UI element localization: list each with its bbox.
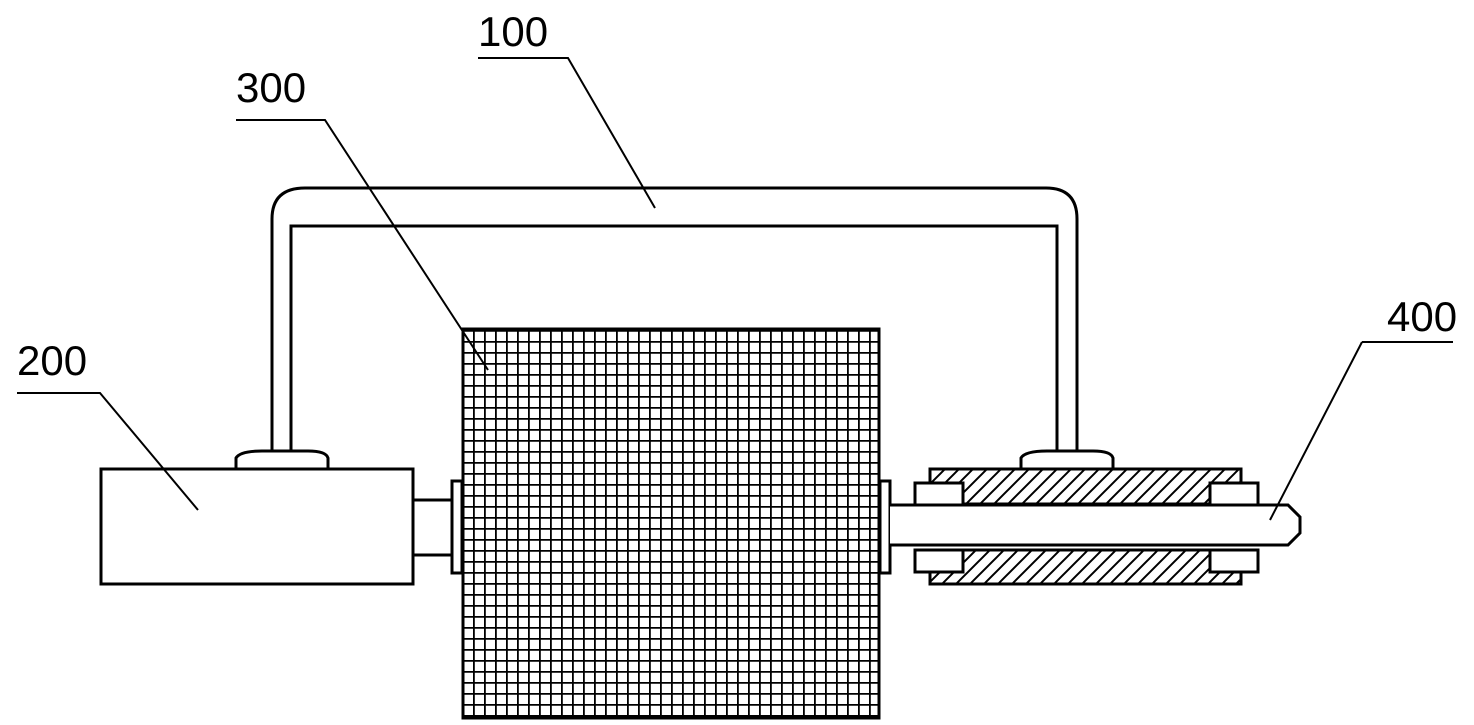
label-100: 100 bbox=[478, 8, 548, 55]
output-shaft bbox=[890, 503, 1302, 547]
bearing-right-lower-cap bbox=[1208, 548, 1260, 574]
label-200: 200 bbox=[17, 337, 87, 384]
bearing-housing bbox=[913, 449, 1260, 586]
leader-100 bbox=[478, 57, 656, 209]
leader-400 bbox=[1269, 341, 1453, 521]
motor-shaft bbox=[411, 498, 454, 557]
bearing-left-upper-cap bbox=[913, 481, 965, 507]
leader-200 bbox=[17, 392, 199, 511]
frame bbox=[270, 186, 1079, 452]
bearing-right-upper-cap bbox=[1208, 481, 1260, 507]
left-flange bbox=[450, 479, 464, 575]
leader-300 bbox=[236, 119, 489, 371]
motor-coupling bbox=[411, 479, 464, 575]
label-300: 300 bbox=[236, 64, 306, 111]
frame-inner-line bbox=[289, 224, 1059, 452]
leader-lines bbox=[17, 57, 1453, 521]
bearing-mount bbox=[1019, 449, 1115, 468]
motor bbox=[99, 449, 415, 586]
motor-body bbox=[99, 467, 415, 586]
label-400: 400 bbox=[1387, 293, 1457, 340]
bearing-upper-block bbox=[928, 467, 1243, 506]
bearing-lower-block bbox=[928, 548, 1243, 586]
bearing-left-lower-cap bbox=[913, 548, 965, 574]
mesh-drum bbox=[461, 327, 881, 720]
right-flange bbox=[878, 479, 892, 575]
motor-mount bbox=[234, 449, 330, 468]
frame-outer-line bbox=[270, 186, 1079, 452]
